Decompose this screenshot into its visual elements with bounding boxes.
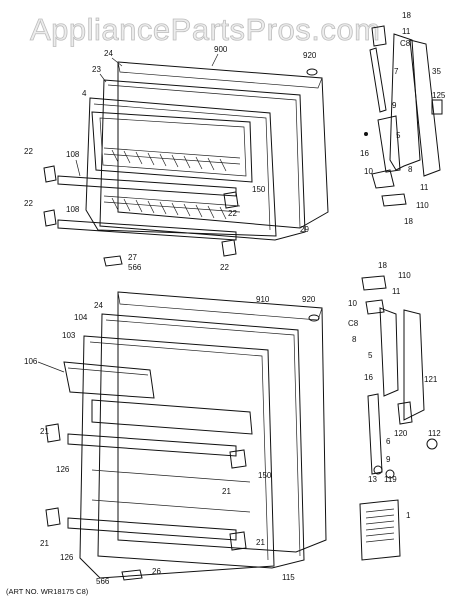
callout-900: 900 <box>214 45 228 54</box>
art-number-label: (ART NO. WR18175 C8) <box>6 587 89 596</box>
callout-labels: 900 920 24 23 4 22 108 22 108 150 22 29 … <box>24 11 446 586</box>
callout-24-bottom: 24 <box>94 301 103 310</box>
callout-920-bottom: 920 <box>302 295 316 304</box>
upper-hinge-parts <box>364 25 443 207</box>
callout-24: 24 <box>104 49 113 58</box>
callout-22a: 22 <box>24 147 33 156</box>
callout-13: 13 <box>368 475 377 484</box>
callout-126a: 126 <box>56 465 70 474</box>
callout-115: 115 <box>282 573 295 582</box>
callout-18-top2: 18 <box>404 217 413 226</box>
callout-126b: 126 <box>60 553 74 562</box>
callout-1: 1 <box>406 511 411 520</box>
callout-5-bottom: 5 <box>368 351 373 360</box>
callout-c8-top: C8 <box>400 39 411 48</box>
callout-9-top: 9 <box>392 101 397 110</box>
lower-hinge-parts <box>359 275 438 561</box>
callout-22c: 22 <box>228 209 237 218</box>
callout-22d: 22 <box>220 263 229 272</box>
callout-566-bottom: 566 <box>96 577 110 586</box>
callout-21c: 21 <box>222 487 231 496</box>
callout-c8-bottom: C8 <box>348 319 359 328</box>
callout-7: 7 <box>394 67 399 76</box>
callout-121: 121 <box>424 375 438 384</box>
callout-18-bottom: 18 <box>378 261 387 270</box>
callout-108b: 108 <box>66 205 80 214</box>
callout-11-bottom: 11 <box>392 287 401 296</box>
callout-16-top: 16 <box>360 149 369 158</box>
callout-112: 112 <box>428 429 441 438</box>
callout-11-top2: 11 <box>420 183 429 192</box>
callout-6: 6 <box>386 437 391 446</box>
callout-10-top: 10 <box>364 167 373 176</box>
callout-920: 920 <box>303 51 317 60</box>
callout-4: 4 <box>82 89 87 98</box>
callout-11a: 11 <box>402 27 411 36</box>
callout-26: 26 <box>152 567 161 576</box>
callout-110-top: 110 <box>416 201 429 210</box>
callout-23: 23 <box>92 65 101 74</box>
callout-910: 910 <box>256 295 270 304</box>
watermark-text: AppliancePartsPros.com <box>30 12 380 47</box>
fresh-food-door-assembly <box>45 291 327 581</box>
callout-29: 29 <box>300 225 309 234</box>
callout-120: 120 <box>394 429 408 438</box>
callout-110-bottom: 110 <box>398 271 411 280</box>
callout-9-bottom: 9 <box>386 455 391 464</box>
callout-103: 103 <box>62 331 76 340</box>
callout-108a: 108 <box>66 150 80 159</box>
callout-106: 106 <box>24 357 38 366</box>
callout-18a: 18 <box>402 11 411 20</box>
callout-21d: 21 <box>256 538 265 547</box>
callout-16-bottom: 16 <box>364 373 373 382</box>
callout-21b: 21 <box>40 539 49 548</box>
callout-104: 104 <box>74 313 88 322</box>
callout-35: 35 <box>432 67 441 76</box>
callout-21a: 21 <box>40 427 49 436</box>
callout-150-top: 150 <box>252 185 266 194</box>
freezer-door-assembly <box>43 61 329 267</box>
callout-125: 125 <box>432 91 446 100</box>
callout-566-top: 566 <box>128 263 142 272</box>
callout-10-bottom: 10 <box>348 299 357 308</box>
callout-5-top: 5 <box>396 131 401 140</box>
callout-27: 27 <box>128 253 137 262</box>
callout-150-bottom: 150 <box>258 471 272 480</box>
callout-8-top: 8 <box>408 165 413 174</box>
callout-8-bottom: 8 <box>352 335 357 344</box>
callout-22b: 22 <box>24 199 33 208</box>
callout-119: 119 <box>384 475 397 484</box>
